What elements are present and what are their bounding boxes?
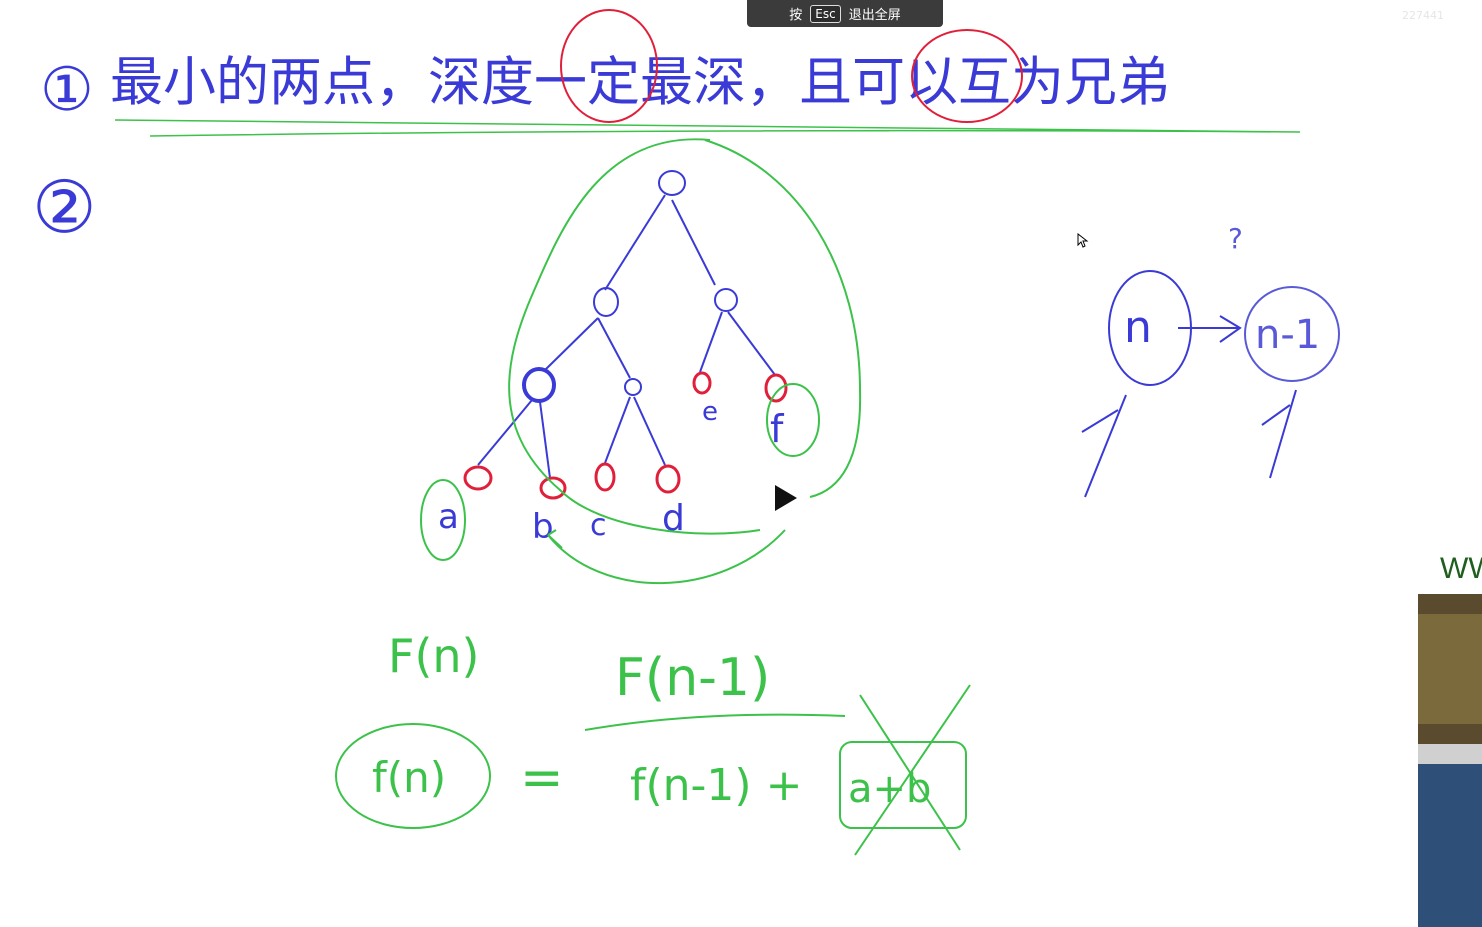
tree-node-l bbox=[593, 287, 619, 317]
n-diagram bbox=[1081, 270, 1340, 498]
formula-F-n-minus-1: F(n-1) bbox=[615, 648, 770, 708]
formula-divider bbox=[584, 713, 846, 731]
hint-press-label: 按 bbox=[789, 8, 803, 23]
label-a: a bbox=[438, 497, 459, 537]
leaf-d bbox=[655, 464, 681, 494]
webcam-caption: WW bbox=[1440, 552, 1482, 585]
label-d: d bbox=[662, 498, 685, 539]
play-icon bbox=[775, 485, 797, 511]
mouse-cursor-icon bbox=[1077, 232, 1089, 253]
leaf-e bbox=[692, 371, 712, 395]
webcam-video[interactable] bbox=[1418, 594, 1482, 927]
tree-leaves bbox=[463, 371, 788, 500]
label-f: f bbox=[770, 407, 785, 451]
node-n-label: n bbox=[1124, 302, 1152, 353]
tree-node-lr bbox=[624, 378, 642, 396]
leaf-a bbox=[463, 465, 493, 491]
heading-1-text: 最小的两点，深度一定最深，且可以互为兄弟 bbox=[110, 52, 1170, 113]
play-button[interactable] bbox=[766, 480, 802, 516]
formula-equals: = bbox=[520, 748, 564, 808]
node-n-minus-1-label: n-1 bbox=[1255, 312, 1320, 358]
tree-node-r bbox=[714, 288, 738, 312]
formula-f-n: f(n) bbox=[372, 753, 446, 802]
tree-node-root bbox=[658, 170, 686, 196]
red-circle-yiding bbox=[560, 9, 658, 123]
esc-key-badge: Esc bbox=[810, 4, 841, 23]
green-underline bbox=[114, 119, 1301, 137]
question-mark: ? bbox=[1228, 222, 1243, 255]
formula-F-n: F(n) bbox=[388, 629, 480, 683]
tree-node-ll bbox=[522, 367, 556, 403]
leaf-b bbox=[539, 476, 567, 500]
leaf-f bbox=[764, 373, 788, 403]
tree-edges bbox=[477, 194, 776, 479]
label-e: e bbox=[702, 397, 718, 427]
viewer-id-watermark: 227441 bbox=[1402, 9, 1444, 22]
formula-cross-out bbox=[839, 684, 971, 856]
formula-rhs: f(n-1) + bbox=[630, 760, 802, 811]
label-b: b bbox=[532, 507, 554, 547]
hint-action-label: 退出全屏 bbox=[848, 8, 901, 23]
tree-nodes bbox=[522, 170, 738, 403]
heading-2-marker: ② bbox=[32, 165, 97, 249]
formula-f-n-circle bbox=[335, 723, 491, 829]
red-circle-keyi bbox=[911, 29, 1023, 123]
leaf-c bbox=[594, 462, 616, 492]
green-tree-outline bbox=[420, 138, 862, 585]
fullscreen-exit-hint: 按 Esc 退出全屏 bbox=[747, 0, 943, 27]
heading-1-marker: ① bbox=[40, 55, 94, 125]
